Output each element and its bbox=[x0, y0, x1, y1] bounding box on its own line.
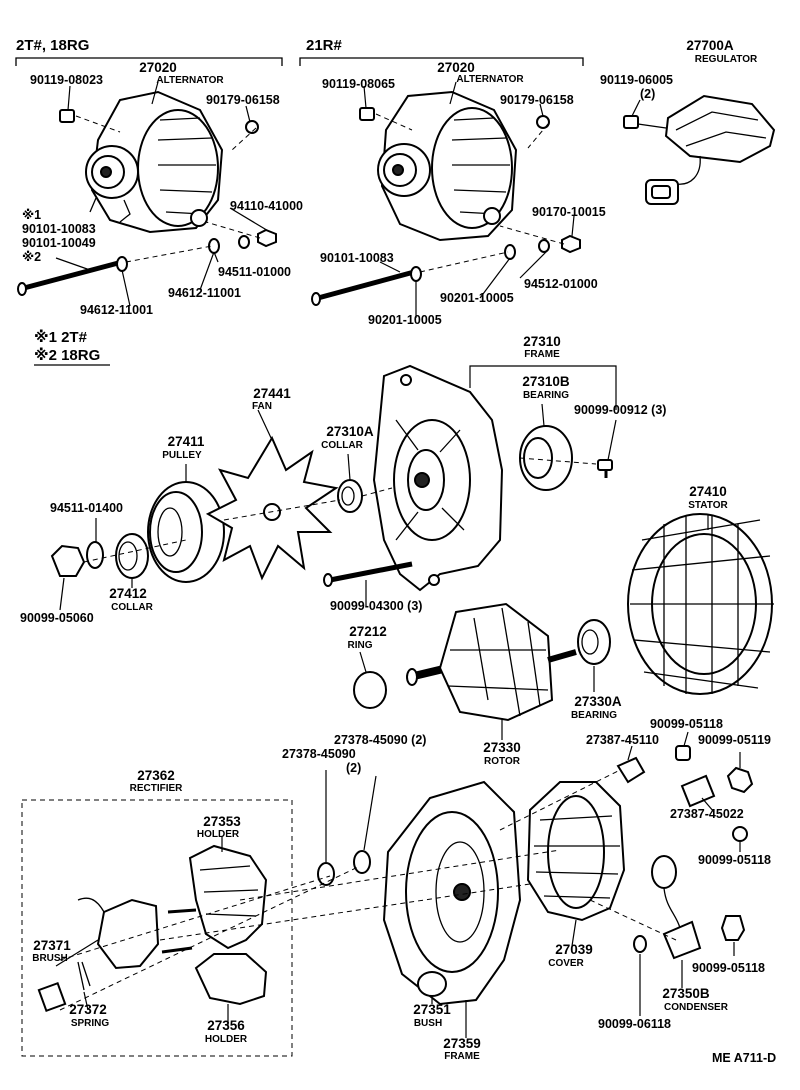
alternator-left-drawing bbox=[17, 90, 277, 296]
rear-assembly-drawing bbox=[59, 745, 754, 1011]
part-name: BEARING bbox=[571, 710, 617, 721]
part-name: COLLAR bbox=[321, 440, 363, 451]
part-name: SPRING bbox=[71, 1018, 110, 1029]
part-number: 90170-10015 bbox=[532, 205, 606, 219]
part-number: 27356 bbox=[207, 1018, 245, 1033]
part-number: 90099-00912 (3) bbox=[574, 403, 666, 417]
part-number: 90099-04300 (3) bbox=[330, 599, 422, 613]
part-number: 27362 bbox=[137, 768, 175, 783]
part-number: 90119-06005 bbox=[600, 73, 673, 87]
part-number: 27372 bbox=[69, 1002, 107, 1017]
part-number: 94511-01000 bbox=[218, 265, 291, 279]
section-right-bracket bbox=[299, 57, 584, 66]
part-number: 90099-05060 bbox=[20, 611, 94, 625]
part-number: 90179-06158 bbox=[500, 93, 574, 107]
section-right-title: 21R# bbox=[306, 37, 343, 54]
part-number: 27351 bbox=[413, 1002, 451, 1017]
part-number: 27310 bbox=[523, 334, 561, 349]
note-2: ※2 18RG bbox=[34, 346, 100, 364]
part-number: 90201-10005 bbox=[440, 291, 514, 305]
section-headers: 2T#, 18RG 21R# ※1 2T# ※2 18RG bbox=[15, 37, 584, 366]
part-name: BRUSH bbox=[32, 953, 68, 964]
part-number: 27330 bbox=[483, 740, 521, 755]
diagram-code: ME A711-D bbox=[712, 1051, 776, 1065]
part-number: 27378-45090 (2) bbox=[334, 733, 426, 747]
part-number: ※2 bbox=[22, 250, 41, 264]
part-number: ※1 bbox=[22, 208, 41, 222]
part-name: ALTERNATOR bbox=[156, 75, 224, 86]
leader-lines bbox=[55, 81, 741, 1038]
part-number: 90099-06118 bbox=[598, 1017, 671, 1031]
part-number: 27700A bbox=[686, 38, 734, 53]
part-name: FAN bbox=[252, 401, 272, 412]
part-name: PULLEY bbox=[162, 450, 202, 461]
part-number: 90179-06158 bbox=[206, 93, 280, 107]
part-number: 27039 bbox=[555, 942, 593, 957]
part-number: 90101-10083 bbox=[22, 222, 96, 236]
part-number: 90101-10049 bbox=[22, 236, 96, 250]
part-number: 27350B bbox=[662, 986, 710, 1001]
part-number: 94512-01000 bbox=[524, 277, 598, 291]
part-number: 27387-45110 bbox=[586, 733, 659, 747]
part-number: 94511-01400 bbox=[50, 501, 123, 515]
part-name: FRAME bbox=[444, 1051, 480, 1062]
part-number: 27410 bbox=[689, 484, 727, 499]
part-number: 27359 bbox=[443, 1036, 481, 1051]
part-number: 27411 bbox=[168, 434, 205, 449]
part-number: 90099-05118 bbox=[692, 961, 765, 975]
part-number: 27412 bbox=[109, 586, 147, 601]
part-name: BUSH bbox=[414, 1018, 442, 1029]
part-labels: 27020 ALTERNATOR 90119-08023 90179-06158… bbox=[20, 38, 776, 1065]
part-number: 27020 bbox=[437, 60, 475, 75]
part-number: 27310B bbox=[522, 374, 570, 389]
part-number: 27330A bbox=[574, 694, 622, 709]
rectifier-drawing bbox=[37, 844, 268, 1013]
part-number: 27378-45090 bbox=[282, 747, 356, 761]
part-name: HOLDER bbox=[205, 1034, 248, 1045]
section-left-bracket bbox=[15, 57, 283, 66]
part-name: ALTERNATOR bbox=[456, 74, 524, 85]
part-number: 27020 bbox=[139, 60, 177, 75]
part-number: 90099-05119 bbox=[698, 733, 771, 747]
rotor-drawing bbox=[353, 602, 611, 722]
part-number: 90099-05118 bbox=[698, 853, 771, 867]
section-left-title: 2T#, 18RG bbox=[16, 37, 89, 54]
stator-drawing bbox=[627, 513, 774, 695]
part-name: HOLDER bbox=[197, 829, 240, 840]
part-name: FRAME bbox=[524, 349, 560, 360]
part-number: 27441 bbox=[253, 386, 291, 401]
regulator-drawing bbox=[623, 94, 776, 205]
part-number: 90201-10005 bbox=[368, 313, 442, 327]
part-number: 27387-45022 bbox=[670, 807, 744, 821]
front-assembly-drawing bbox=[50, 364, 613, 592]
part-name: REGULATOR bbox=[695, 54, 758, 65]
part-name: ROTOR bbox=[484, 756, 521, 767]
part-name: BEARING bbox=[523, 390, 569, 401]
part-name: COVER bbox=[548, 958, 584, 969]
part-name: RECTIFIER bbox=[130, 783, 184, 794]
part-number: 94612-11001 bbox=[168, 286, 241, 300]
part-number: 94110-41000 bbox=[230, 199, 303, 213]
part-name: STATOR bbox=[688, 500, 728, 511]
part-number: 90101-10083 bbox=[320, 251, 394, 265]
alternator-right-drawing bbox=[311, 90, 581, 306]
part-number: 90099-05118 bbox=[650, 717, 723, 731]
part-number: (2) bbox=[640, 87, 655, 101]
part-number: 27310A bbox=[326, 424, 374, 439]
rectifier-box bbox=[21, 799, 293, 1057]
part-number: 90119-08023 bbox=[30, 73, 103, 87]
part-name: RING bbox=[348, 640, 373, 651]
note-1: ※1 2T# bbox=[34, 328, 88, 346]
part-name: CONDENSER bbox=[664, 1002, 729, 1013]
part-number: 27212 bbox=[349, 624, 387, 639]
part-name: COLLAR bbox=[111, 602, 153, 613]
part-number: (2) bbox=[346, 761, 361, 775]
part-number: 27353 bbox=[203, 814, 241, 829]
part-number: 90119-08065 bbox=[322, 77, 395, 91]
part-number: 94612-11001 bbox=[80, 303, 153, 317]
part-number: 27371 bbox=[33, 938, 71, 953]
